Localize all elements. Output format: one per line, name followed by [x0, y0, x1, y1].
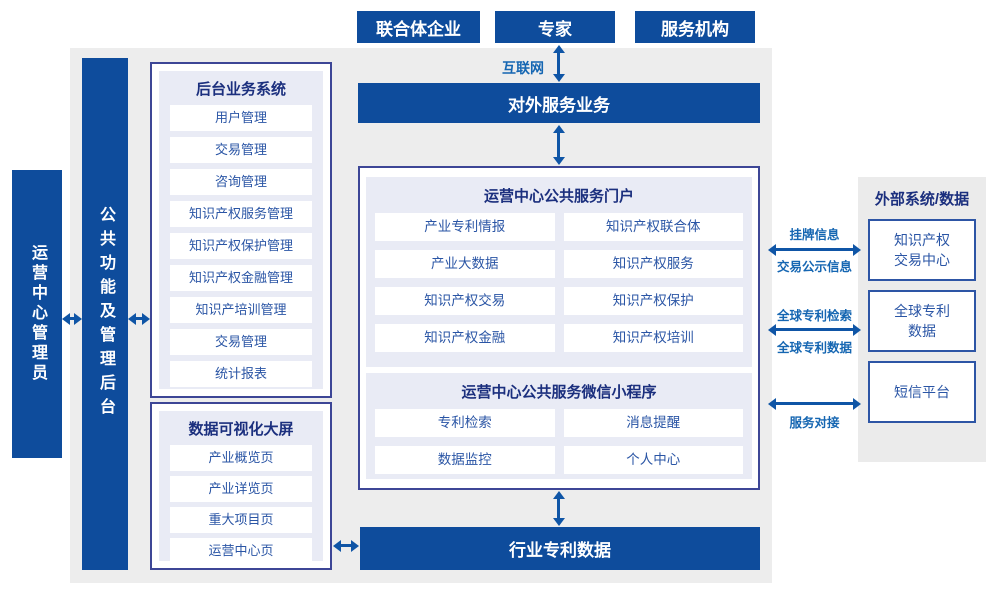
data-visualization-dashboard: 数据可视化大屏 产业概览页 产业详览页 重大项目页 运营中心页 — [150, 402, 332, 570]
dashboard-item: 运营中心页 — [170, 538, 312, 564]
actor-consortium-enterprises: 联合体企业 — [357, 11, 480, 43]
public-service-portal: 运营中心公共服务门户 产业专利情报 知识产权联合体 产业大数据 知识产权服务 知… — [366, 177, 752, 367]
service-docking-label: 服务对接 — [789, 416, 840, 430]
external-service-bar: 对外服务业务 — [358, 83, 760, 123]
backend-item: 交易管理 — [170, 137, 312, 163]
ext-box-line: 交易中心 — [894, 252, 950, 268]
backend-panel: 后台业务系统 用户管理 交易管理 咨询管理 知识产权服务管理 知识产权保护管理 … — [159, 71, 323, 389]
portal-item: 知识产权保护 — [563, 287, 743, 315]
backend-item: 统计报表 — [170, 361, 312, 387]
backend-item: 咨询管理 — [170, 169, 312, 195]
backend-item: 用户管理 — [170, 105, 312, 131]
internet-arrow-icon — [552, 45, 565, 82]
miniprogram-item: 专利检索 — [375, 409, 555, 437]
ip-trade-link-arrow-icon — [768, 243, 861, 256]
backend-system-title: 后台业务系统 — [195, 81, 286, 98]
dashboard-item: 产业概览页 — [170, 445, 312, 471]
backend-item: 知识产权金融管理 — [170, 265, 312, 291]
external-systems-panel: 外部系统/数据 知识产权 交易中心 全球专利 数据 短信平台 — [858, 177, 986, 462]
industry-patent-data-bar: 行业专利数据 — [360, 527, 760, 570]
wechat-miniprogram-panel: 运营中心公共服务微信小程序 专利检索 消息提醒 数据监控 个人中心 — [366, 373, 752, 479]
external-system-sms-platform: 短信平台 — [868, 361, 976, 423]
portal-item: 知识产权联合体 — [563, 213, 743, 241]
dashboard-industry-arrow-icon — [333, 539, 359, 552]
dashboard-item: 产业详览页 — [170, 476, 312, 502]
ext-box-line: 数据 — [908, 323, 936, 339]
portal-item: 知识产权交易 — [375, 287, 555, 315]
operations-admin-box: 运营中心管理员 — [12, 170, 62, 458]
service-portal-arrow-icon — [552, 125, 565, 165]
portal-title: 运营中心公共服务门户 — [483, 188, 634, 205]
global-patent-link-arrow-icon — [768, 323, 861, 336]
backend-business-system: 后台业务系统 用户管理 交易管理 咨询管理 知识产权服务管理 知识产权保护管理 … — [150, 62, 332, 398]
portal-item: 产业大数据 — [375, 250, 555, 278]
miniprogram-item: 个人中心 — [563, 446, 743, 474]
global-patent-search-label: 全球专利检索 — [776, 309, 852, 323]
global-patent-data-label: 全球专利数据 — [776, 341, 852, 355]
industry-data-arrow-icon — [552, 491, 565, 526]
listing-info-label: 挂牌信息 — [789, 228, 840, 242]
ext-box-line: 短信平台 — [894, 383, 950, 400]
dashboard-title: 数据可视化大屏 — [188, 421, 294, 438]
portal-item: 知识产权服务 — [563, 250, 743, 278]
miniprogram-item: 数据监控 — [375, 446, 555, 474]
backend-item: 知识产权保护管理 — [170, 233, 312, 259]
actor-service-agencies: 服务机构 — [635, 11, 755, 43]
portal-item: 知识产权培训 — [563, 324, 743, 352]
ext-box-line: 全球专利 — [894, 302, 950, 319]
miniprogram-item: 消息提醒 — [563, 409, 743, 437]
service-docking-arrow-icon — [768, 397, 861, 410]
backend-item: 知识产权服务管理 — [170, 201, 312, 227]
portal-item: 知识产权金融 — [375, 324, 555, 352]
ext-box-line: 知识产权 — [894, 231, 950, 248]
dashboard-panel: 数据可视化大屏 产业概览页 产业详览页 重大项目页 运营中心页 — [159, 411, 323, 564]
portal-item: 产业专利情报 — [375, 213, 555, 241]
external-system-global-patent-data: 全球专利 数据 — [868, 290, 976, 352]
dashboard-item: 重大项目页 — [170, 507, 312, 533]
admin-backend-arrow-icon — [62, 312, 82, 325]
backend-item: 知识产培训管理 — [170, 297, 312, 323]
common-functions-backend-bar: 公共功能及管理后台 — [82, 58, 128, 570]
trade-publicity-label: 交易公示信息 — [776, 260, 852, 274]
external-system-ip-trade-center: 知识产权 交易中心 — [868, 219, 976, 281]
public-service-center-box: 运营中心公共服务门户 产业专利情报 知识产权联合体 产业大数据 知识产权服务 知… — [358, 166, 760, 490]
internet-label: 互联网 — [502, 60, 544, 76]
external-systems-title: 外部系统/数据 — [874, 191, 970, 208]
backend-item: 交易管理 — [170, 329, 312, 355]
actor-experts: 专家 — [495, 11, 615, 43]
backend-system-arrow-icon — [128, 312, 150, 325]
miniprogram-title: 运营中心公共服务微信小程序 — [461, 384, 657, 401]
